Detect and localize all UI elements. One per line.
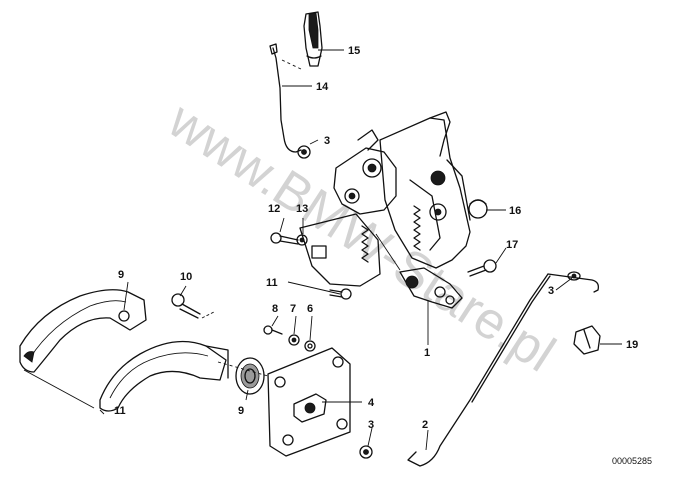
callout-16: 15	[348, 45, 360, 57]
callout-17: 16	[509, 205, 521, 217]
part-14-nut	[296, 234, 308, 246]
callout-3-right: 3	[548, 285, 554, 297]
callout-11: 10	[180, 271, 192, 283]
part-11-screw	[171, 293, 215, 319]
part-1-lock-assembly	[299, 111, 471, 309]
callouts: 15 14 3 16 12 13 17 11 9 10 10 8 7 6 1 3…	[114, 45, 638, 431]
callout-3-lower: 3	[368, 419, 374, 431]
callout-2: 2	[422, 419, 428, 431]
part-3-nut-lower	[359, 445, 373, 459]
reference-number: 00005285	[612, 456, 652, 466]
watermark: www.BMW-Stare.pl	[158, 91, 565, 384]
callout-5: 6	[307, 303, 313, 315]
part-15-rod	[269, 43, 304, 153]
part-12-screw	[329, 288, 352, 300]
part-19-clip	[573, 325, 601, 355]
part-7-screw	[263, 325, 283, 335]
callout-8: 9	[238, 405, 244, 417]
part-9-handle-grip	[99, 340, 229, 412]
callout-9: 11	[114, 405, 126, 417]
part-10-handle-cover	[19, 289, 147, 373]
part-18-screw	[467, 259, 497, 277]
leader-lines	[23, 49, 622, 451]
callout-1: 1	[424, 347, 430, 359]
callout-14: 13	[296, 203, 308, 215]
part-5-washer	[304, 340, 316, 352]
part-16-knob	[303, 11, 323, 67]
callout-18: 17	[506, 239, 518, 251]
callout-10: 9	[118, 269, 124, 281]
callout-19: 19	[626, 339, 638, 351]
part-13-screw	[270, 232, 299, 245]
part-6-washer	[288, 334, 300, 346]
part-2-rod	[407, 273, 600, 467]
callout-6: 7	[290, 303, 296, 315]
part-4-mounting-plate	[217, 347, 351, 457]
callout-7-label: 8	[272, 303, 278, 315]
callout-4: 4	[368, 397, 375, 409]
part-17-cap	[468, 199, 488, 219]
callout-13: 12	[268, 203, 280, 215]
callout-15: 14	[316, 81, 329, 93]
part-3-nut-upper	[297, 145, 311, 159]
callout-12: 11	[266, 277, 278, 289]
callout-3-upper: 3	[324, 135, 330, 147]
part-3-clip-right	[567, 271, 581, 281]
part-8-seal-ring	[235, 357, 265, 395]
